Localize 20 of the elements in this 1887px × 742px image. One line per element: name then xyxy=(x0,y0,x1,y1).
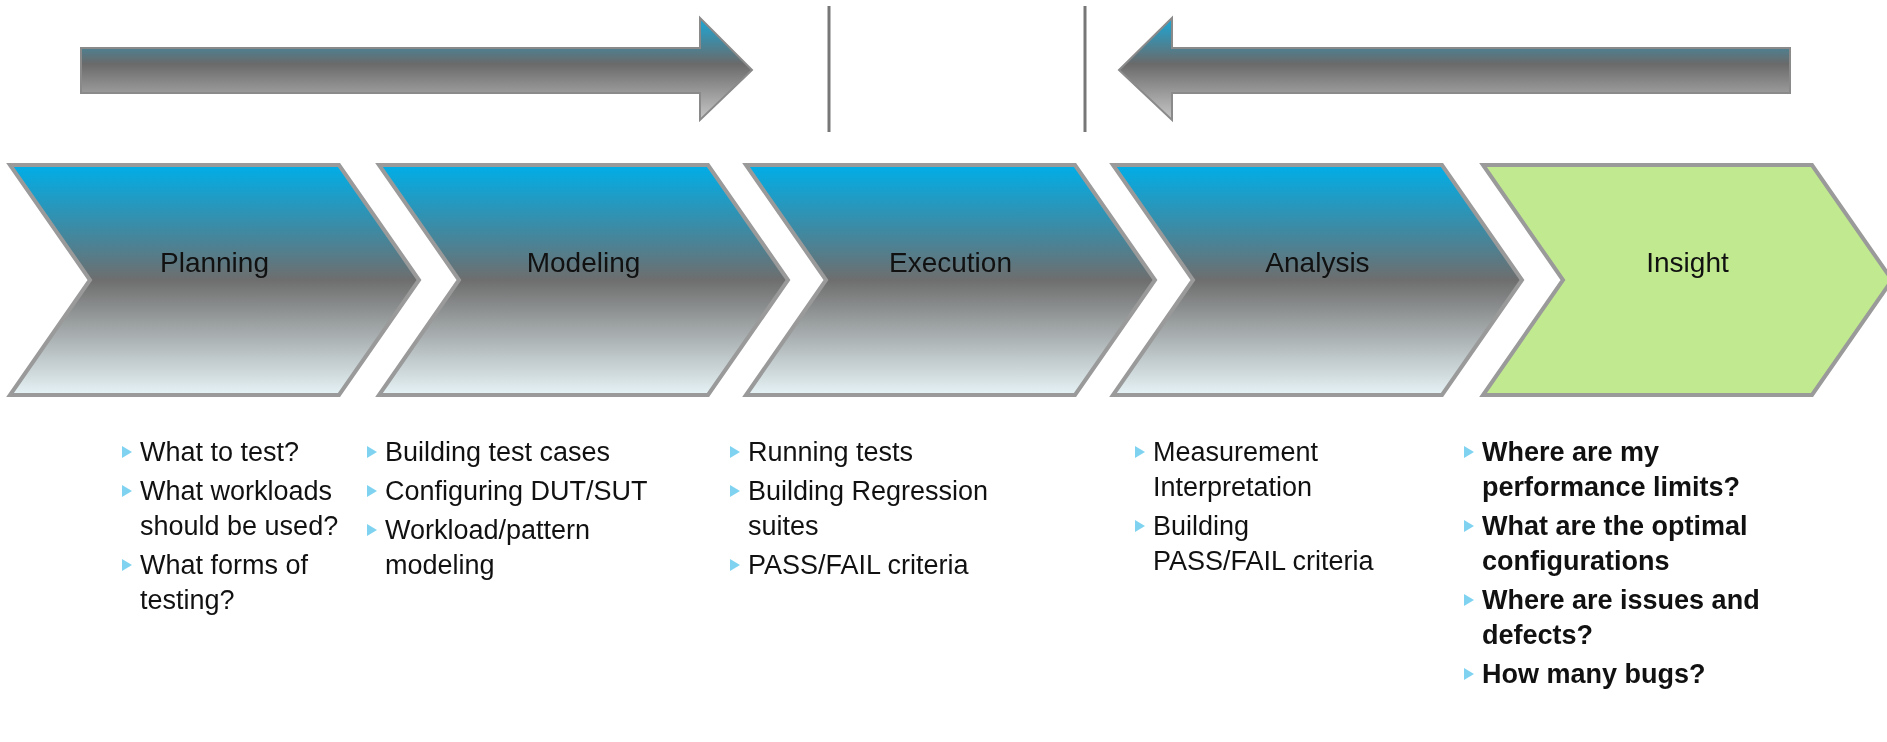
bullet-item: Building PASS/FAIL criteria xyxy=(1133,509,1388,579)
stage-label: Planning xyxy=(159,247,270,279)
stage-label: Execution xyxy=(888,247,1013,279)
bullet-item: What forms of testing? xyxy=(120,548,360,618)
bullet-item: Running tests xyxy=(728,435,1028,470)
bullet-item: Where are my performance limits? xyxy=(1462,435,1802,505)
stage-label: Insight xyxy=(1645,247,1730,279)
bullet-item: Workload/pattern modeling xyxy=(365,513,695,583)
bullet-item: Measurement Interpretation xyxy=(1133,435,1388,505)
bullet-item: Configuring DUT/SUT xyxy=(365,474,695,509)
bullet-item: What workloads should be used? xyxy=(120,474,360,544)
bullet-item: What are the optimal configurations xyxy=(1462,509,1802,579)
bullet-item: PASS/FAIL criteria xyxy=(728,548,1028,583)
stage-label: Analysis xyxy=(1264,247,1371,279)
stage-label: Modeling xyxy=(525,247,642,279)
bullet-item: Building Regression suites xyxy=(728,474,1028,544)
bullet-item: How many bugs? xyxy=(1462,657,1802,692)
bullet-item: Building test cases xyxy=(365,435,695,470)
bullet-item: Where are issues and defects? xyxy=(1462,583,1802,653)
bullet-item: What to test? xyxy=(120,435,360,470)
